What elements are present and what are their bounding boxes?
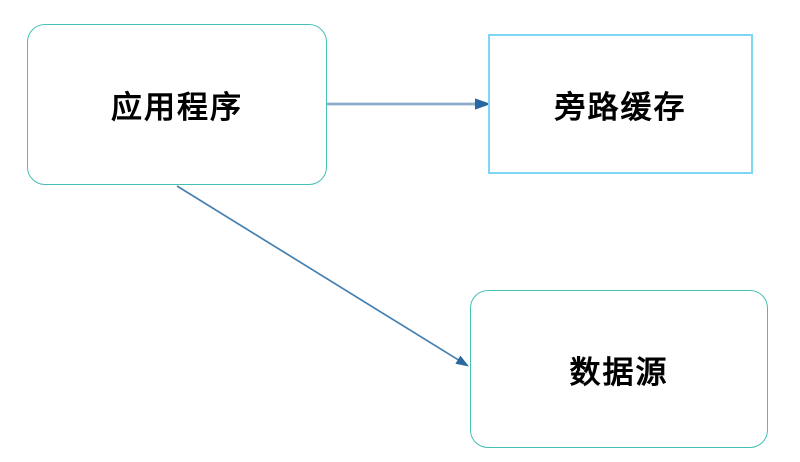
node-application: 应用程序 bbox=[27, 24, 327, 185]
arrowhead-icon bbox=[455, 355, 469, 367]
node-data-source: 数据源 bbox=[470, 290, 768, 448]
arrow-application-to-cache-aside bbox=[327, 98, 491, 110]
node-label: 旁路缓存 bbox=[554, 89, 687, 125]
node-label: 数据源 bbox=[569, 354, 669, 390]
arrow-application-to-data-source bbox=[176, 185, 469, 367]
arrow-line bbox=[176, 185, 459, 361]
node-label: 应用程序 bbox=[111, 90, 243, 125]
node-cache-aside: 旁路缓存 bbox=[488, 34, 753, 174]
